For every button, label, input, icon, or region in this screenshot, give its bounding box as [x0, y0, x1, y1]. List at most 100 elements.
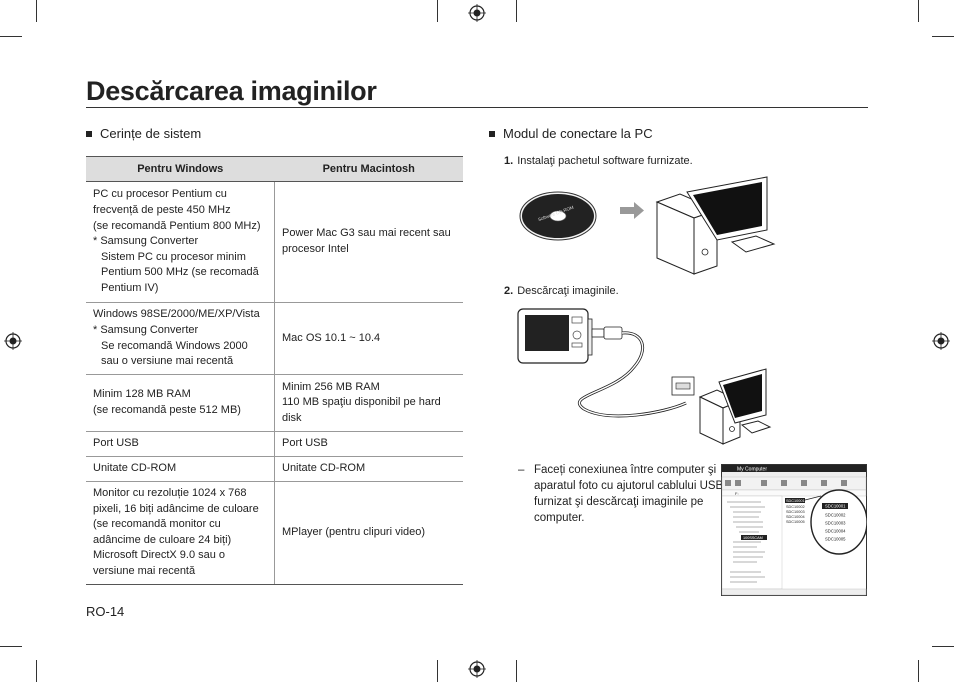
pc-connection-heading: Modul de conectare la PC — [489, 126, 653, 141]
system-requirements-heading: Cerințe de sistem — [86, 126, 201, 141]
table-cell-macintosh: Port USB — [274, 431, 463, 457]
cell-line: versiune mai recentă — [93, 564, 196, 577]
explorer-file: SDC10002 — [825, 513, 846, 518]
crop-mark-tl-v — [36, 0, 37, 22]
square-bullet-icon — [489, 130, 495, 137]
table-cell-macintosh: MPlayer (pentru clipuri video) — [274, 481, 463, 585]
cell-line: pixeli, 16 biți adâncime de culoare — [93, 502, 259, 515]
cell-line: (se recomandă peste 512 MB) — [93, 404, 241, 416]
cell-line: Se recomandă Windows 2000 — [101, 339, 248, 352]
note-line: furnizat şi descărcaţi imaginile pe — [534, 496, 704, 508]
table-row: Monitor cu rezoluție 1024 x 768 pixeli, … — [86, 481, 463, 585]
cell-line: (se recomandă Pentium 800 MHz) — [93, 219, 261, 232]
table-cell-windows: Windows 98SE/2000/ME/XP/Vista * Samsung … — [86, 302, 275, 375]
note-line: Faceți conexiunea între computer şi — [534, 464, 717, 476]
explorer-file: SDC10005 — [786, 520, 805, 524]
explorer-file: SDC10005 — [825, 537, 846, 542]
explorer-drive-label: F: — [735, 491, 739, 496]
crop-mark-br-h — [932, 646, 954, 647]
step-number: 2. — [504, 285, 514, 297]
table-cell-macintosh: Minim 256 MB RAM 110 MB spaţiu disponibi… — [274, 374, 463, 432]
step-2: 2.Descărcaţi imaginile. — [504, 285, 619, 297]
cell-line: Microsoft DirectX 9.0 sau o — [93, 549, 226, 562]
registration-mark-icon — [4, 332, 22, 350]
system-requirements-heading-text: Cerințe de sistem — [100, 126, 202, 141]
page-number: RO-14 — [86, 604, 125, 619]
step-1: 1.Instalaţi pachetul software furnizate. — [504, 155, 693, 167]
cell-line: Port USB — [93, 437, 139, 450]
cd-rom-icon: Software CD-ROM — [519, 191, 597, 241]
step-text: Descărcaţi imaginile. — [517, 285, 619, 297]
crop-mark-br-v — [918, 660, 919, 682]
table-row: Unitate CD-ROM Unitate CD-ROM — [86, 456, 463, 482]
registration-mark-icon — [932, 332, 950, 350]
explorer-file: SDC10003 — [825, 521, 846, 526]
desktop-computer-icon — [655, 176, 776, 275]
cell-line: Power Mac G3 sau mai recent sau — [282, 227, 451, 240]
registration-mark-icon — [468, 660, 486, 678]
cell-line: * Samsung Converter — [93, 323, 199, 336]
table-header-windows: Pentru Windows — [86, 156, 275, 182]
arrow-right-icon — [620, 202, 644, 219]
cell-line: Port USB — [282, 437, 328, 450]
cell-line: 110 MB spaţiu disponibil pe hard — [282, 396, 441, 409]
table-cell-windows: PC cu procesor Pentium cu frecvență de p… — [86, 181, 275, 303]
explorer-file-list-zoomed: SDC10001 SDC10002 SDC10003 SDC10004 SDC1… — [822, 503, 848, 542]
explorer-folder-name: 100SSCAM — [743, 536, 763, 540]
explorer-window-screenshot: My Computer F: 100SSCAM SDC10001 SDC1000… — [721, 464, 867, 596]
cell-line: procesor Intel — [282, 243, 349, 255]
cell-line: Windows 98SE/2000/ME/XP/Vista — [93, 308, 260, 321]
cell-line: (se recomandă monitor cu — [93, 518, 221, 531]
digital-camera-icon — [517, 308, 593, 364]
crop-mark-bot-l — [437, 660, 438, 682]
connection-note: – Faceți conexiunea între computer şi ap… — [518, 462, 724, 526]
cell-line: Mac OS 10.1 ~ 10.4 — [282, 331, 381, 344]
cell-line: frecvență de peste 450 MHz — [93, 204, 231, 217]
step-number: 1. — [504, 155, 514, 167]
cell-line: Minim 256 MB RAM — [282, 380, 380, 393]
explorer-file: SDC10001 — [786, 499, 805, 503]
requirements-table: Pentru Windows Pentru Macintosh PC cu pr… — [86, 156, 463, 585]
table-row: Port USB Port USB — [86, 431, 463, 457]
table-cell-macintosh: Unitate CD-ROM — [274, 456, 463, 482]
cell-line: Unitate CD-ROM — [93, 462, 177, 475]
cell-line: MPlayer (pentru clipuri video) — [282, 525, 426, 538]
crop-mark-tr-h — [932, 36, 954, 37]
explorer-file: SDC10004 — [825, 529, 846, 534]
table-row: Minim 128 MB RAM (se recomandă peste 512… — [86, 374, 463, 432]
crop-mark-top-l — [437, 0, 438, 22]
title-divider — [86, 107, 868, 108]
crop-mark-top-r — [516, 0, 517, 22]
explorer-file: SDC10004 — [786, 515, 805, 519]
note-line: aparatul foto cu ajutorul cablului USB — [534, 480, 724, 492]
registration-mark-icon — [468, 4, 486, 22]
crop-mark-tr-v — [918, 0, 919, 22]
usb-cable-icon — [577, 326, 695, 418]
cell-line: * Samsung Converter — [93, 235, 199, 248]
table-cell-windows: Port USB — [86, 431, 275, 457]
cell-line: sau o versiune mai recentă — [101, 355, 234, 368]
note-line: computer. — [534, 512, 585, 524]
note-dash: – — [518, 464, 525, 476]
page-title: Descărcarea imaginilor — [86, 76, 377, 106]
table-cell-macintosh: Power Mac G3 sau mai recent sau procesor… — [274, 181, 463, 303]
explorer-file: SDC10002 — [786, 505, 805, 509]
step-text: Instalaţi pachetul software furnizate. — [517, 155, 693, 167]
cell-line: Unitate CD-ROM — [282, 462, 366, 475]
table-header-row: Pentru Windows Pentru Macintosh — [86, 156, 463, 182]
crop-mark-bot-r — [516, 660, 517, 682]
crop-mark-bl-h — [0, 646, 22, 647]
cell-line: PC cu procesor Pentium cu — [93, 188, 227, 201]
square-bullet-icon — [86, 130, 92, 137]
cell-line: Sistem PC cu procesor minim — [101, 250, 246, 263]
table-cell-windows: Minim 128 MB RAM (se recomandă peste 512… — [86, 374, 275, 432]
download-images-illustration — [517, 308, 772, 445]
table-cell-macintosh: Mac OS 10.1 ~ 10.4 — [274, 302, 463, 375]
cell-line: adâncime de culoare 24 biți) — [93, 533, 232, 546]
table-header-macintosh: Pentru Macintosh — [274, 156, 463, 182]
crop-mark-tl-h — [0, 36, 22, 37]
table-row: Windows 98SE/2000/ME/XP/Vista * Samsung … — [86, 302, 463, 375]
desktop-computer-icon — [698, 368, 772, 445]
cell-line: Pentium 500 MHz (se recomadă — [101, 266, 259, 279]
explorer-file-list: SDC10001 SDC10002 SDC10003 SDC10004 SDC1… — [785, 498, 805, 524]
